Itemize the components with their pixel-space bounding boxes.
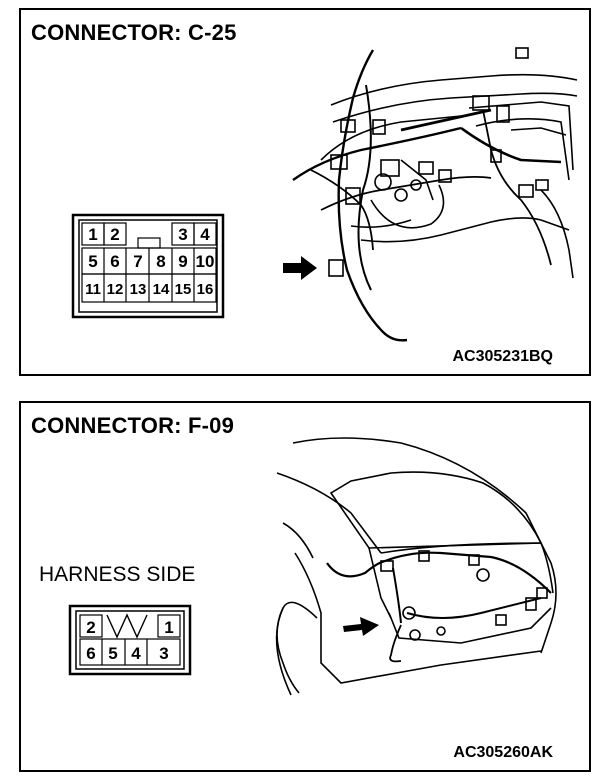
- connector-f09-code: AC305260AK: [453, 744, 553, 761]
- c25-pin-label: 6: [110, 252, 119, 271]
- c25-pin-label: 4: [200, 225, 210, 244]
- f09-pin-label: 5: [108, 644, 117, 663]
- connector-f09-panel: CONNECTOR: F-09 HARNESS SIDE AC305260AK …: [19, 401, 591, 772]
- c25-pin-label: 8: [156, 252, 165, 271]
- c25-pin-label: 3: [178, 225, 187, 244]
- c25-pin-label: 11: [85, 281, 101, 298]
- c25-pin-label: 10: [196, 252, 215, 271]
- c25-pin-label: 9: [178, 252, 187, 271]
- f09-pin-label: 4: [131, 644, 141, 663]
- c25-pin-label: 14: [153, 281, 170, 298]
- f09-location-arrow: [343, 617, 379, 636]
- c25-pin-label: 1: [88, 225, 97, 244]
- connector-f09-title: CONNECTOR: F-09: [31, 413, 235, 438]
- c25-pin-label: 16: [197, 281, 214, 298]
- connector-c25-face: 1 2 3 4 5 6 7 8 9 10 11 12 13 14 15 16: [71, 213, 225, 319]
- harness-side-label: HARNESS SIDE: [39, 563, 196, 586]
- connector-c25-code: AC305231BQ: [452, 348, 554, 365]
- c25-pin-label: 2: [110, 225, 119, 244]
- f09-pin-label: 6: [86, 644, 95, 663]
- f09-pin-label: 2: [86, 618, 95, 637]
- dashboard-harness-illustration: [283, 47, 578, 342]
- c25-pin-label: 12: [107, 281, 124, 298]
- c25-pin-label: 7: [133, 252, 142, 271]
- trunk-harness-illustration: [275, 437, 557, 696]
- c25-pin-label: 5: [88, 252, 97, 271]
- f09-pin-label: 3: [159, 644, 168, 663]
- c25-pin-label: 15: [175, 281, 192, 298]
- connector-c25-panel: CONNECTOR: C-25 AC305231BQ 1 2 3 4 5 6 7…: [19, 8, 591, 376]
- connector-c25-title: CONNECTOR: C-25: [31, 20, 237, 45]
- c25-pin-label: 13: [130, 281, 147, 298]
- connector-f09-face: 2 1 6 5 4 3: [68, 604, 192, 676]
- c25-location-arrow: [283, 256, 317, 280]
- f09-pin-label: 1: [164, 618, 173, 637]
